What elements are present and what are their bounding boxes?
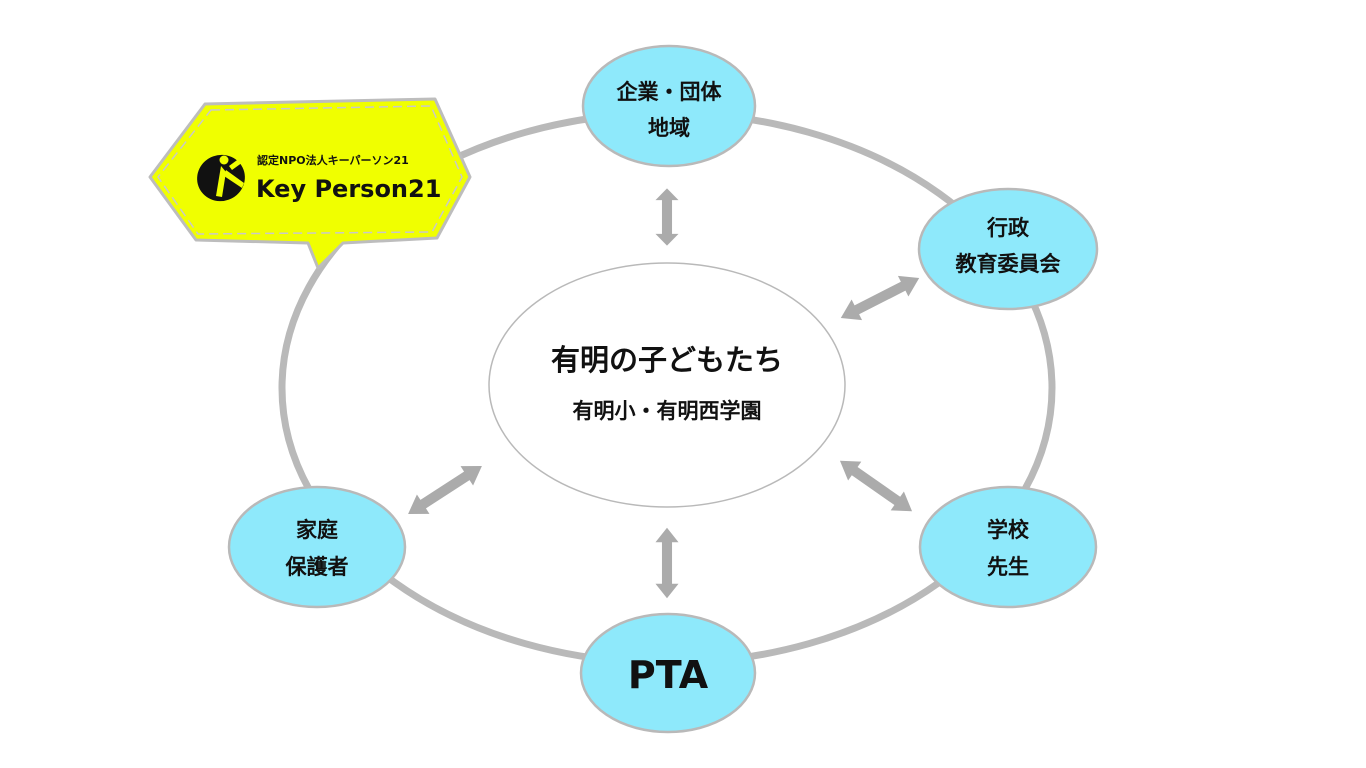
logo-name: Key Person21 [256,175,441,203]
logo-badge: 認定NPO法人キーパーソン21 Key Person21 [148,97,472,270]
arrow-center-government [835,267,925,329]
logo-org-type: 認定NPO法人キーパーソン21 [257,153,409,167]
node-family-label-2: 保護者 [285,555,349,579]
node-business-label-2: 地域 [648,116,690,140]
node-family-label-1: 家庭 [296,518,338,542]
arrow-center-business [655,188,679,246]
node-pta-label: PTA [628,653,709,697]
center-title: 有明の子どもたち [551,343,783,377]
node-government: 行政 教育委員会 [917,187,1099,311]
running-person-logo-icon [197,152,250,202]
arrow-center-pta [655,527,679,599]
node-school: 学校 先生 [918,485,1098,609]
node-government-label-1: 行政 [986,216,1030,240]
node-pta: PTA [579,612,757,734]
node-business-label-1: 企業・団体 [616,80,723,104]
node-school-label-1: 学校 [987,518,1030,542]
center-subtitle: 有明小・有明西学園 [573,399,762,423]
node-business: 企業・団体 地域 [581,44,757,168]
node-family: 家庭 保護者 [227,485,407,609]
center-node: 有明の子どもたち 有明小・有明西学園 [488,262,846,508]
node-government-label-2: 教育委員会 [956,252,1061,276]
node-school-label-2: 先生 [987,555,1029,579]
arrow-center-family [401,456,489,524]
arrow-center-school [833,451,919,521]
